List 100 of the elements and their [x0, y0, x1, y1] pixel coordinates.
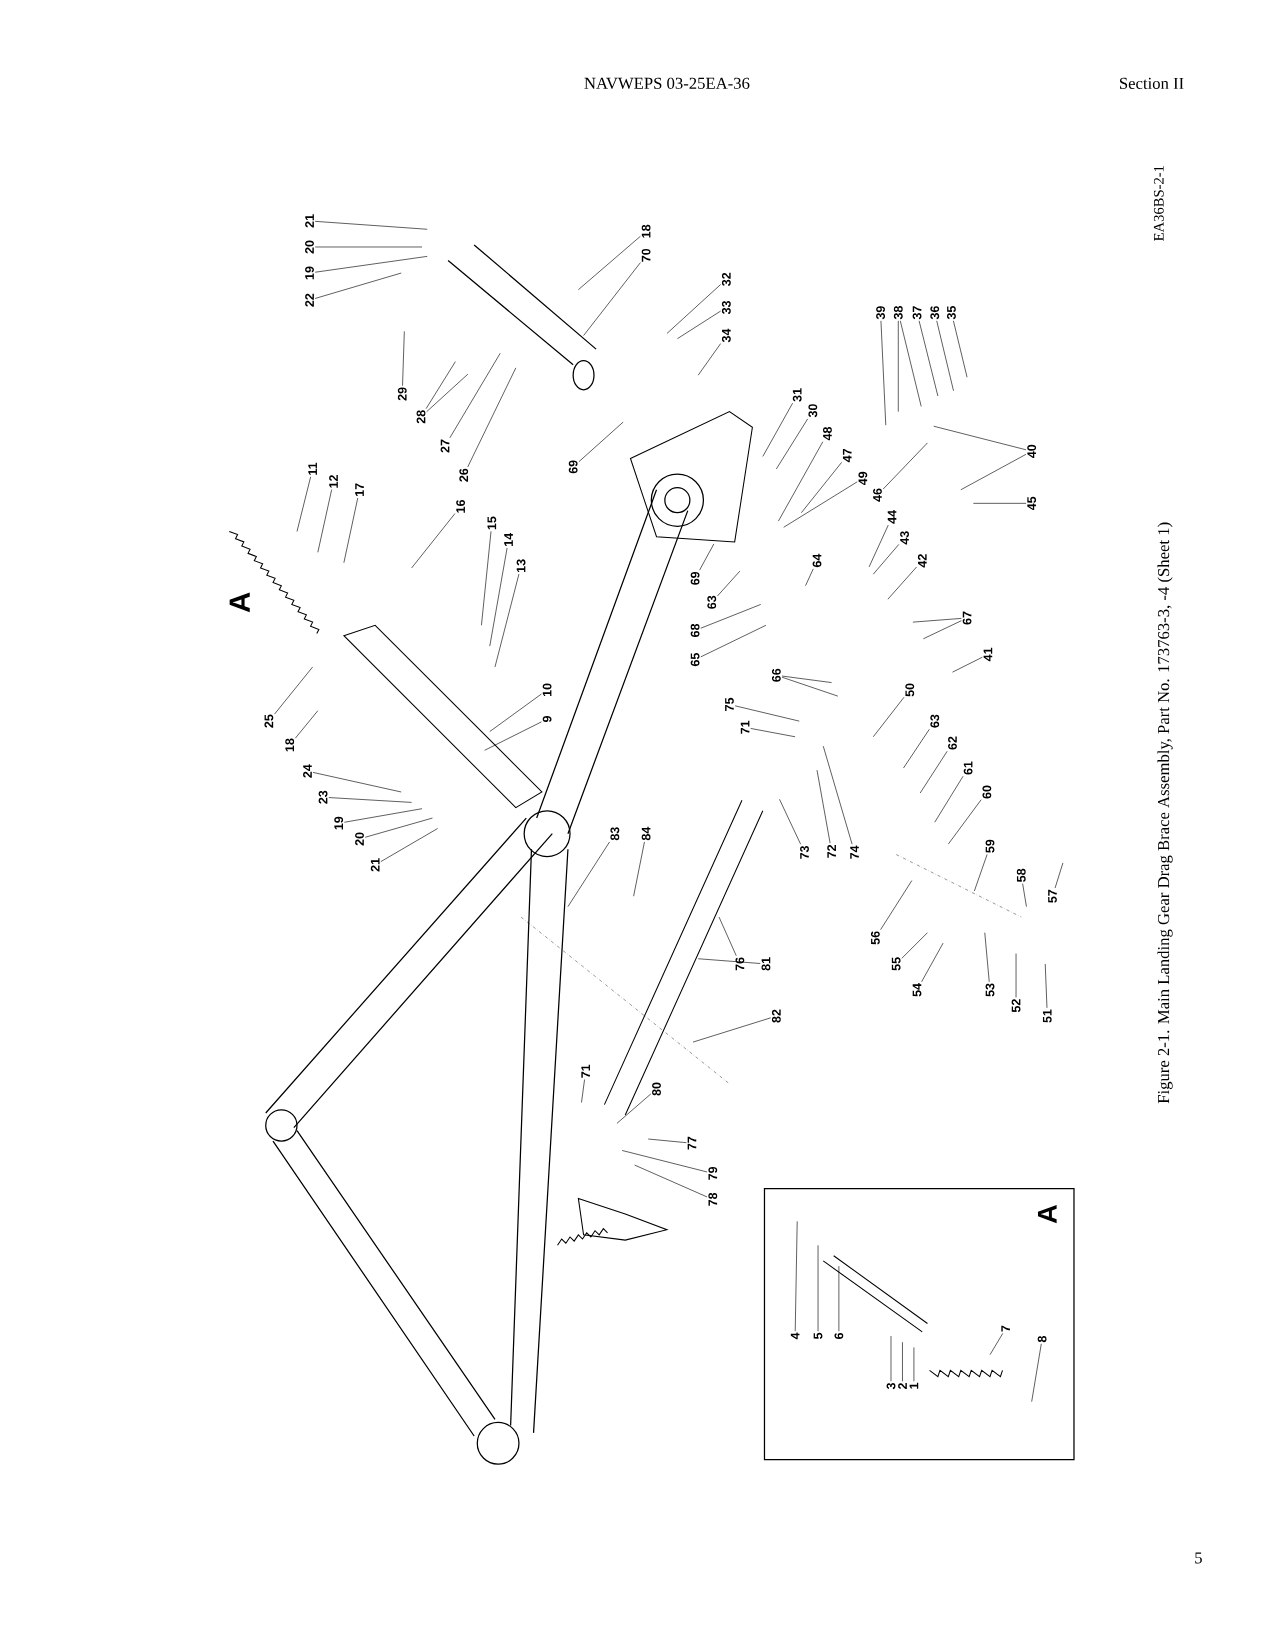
leader-line — [489, 693, 542, 732]
callout-number: 43 — [900, 531, 910, 545]
callout-number: 76 — [735, 957, 745, 971]
leader-line — [578, 421, 624, 463]
callout-number: 8 — [1037, 1336, 1047, 1343]
leader-line — [315, 221, 428, 230]
callout-number: 32 — [722, 272, 731, 286]
callout-number: 11 — [308, 462, 318, 475]
callout-number: 53 — [985, 983, 995, 997]
callout-number: 63 — [707, 595, 717, 609]
leader-line — [779, 798, 802, 845]
callout-number: 19 — [334, 816, 344, 830]
callout-number: 65 — [690, 653, 700, 667]
leader-line — [633, 841, 645, 897]
callout-number: 14 — [504, 532, 514, 546]
leader-line — [952, 656, 983, 673]
leader-line — [411, 513, 456, 569]
callout-number: 59 — [985, 839, 995, 853]
leader-line — [328, 797, 413, 803]
leader-line — [934, 775, 964, 823]
callout-number: 52 — [1011, 999, 1021, 1013]
callout-number: 10 — [542, 683, 552, 697]
leader-line — [666, 284, 722, 334]
leader-line — [984, 932, 990, 983]
leader-line — [274, 666, 314, 715]
leader-line — [698, 343, 722, 376]
leader-line — [898, 320, 899, 412]
callout-number: 41 — [983, 647, 993, 662]
leader-line — [567, 841, 611, 907]
leader-line — [921, 942, 944, 983]
leader-line — [974, 854, 988, 892]
callout-number: 22 — [305, 293, 315, 307]
leader-line — [902, 1341, 903, 1382]
leader-line — [380, 828, 439, 862]
leader-line — [700, 624, 767, 658]
callout-number: 38 — [894, 306, 903, 320]
callout-number: 71 — [741, 720, 750, 734]
callout-number: 20 — [355, 832, 365, 846]
callout-number: 21 — [371, 858, 380, 872]
callout-number: 42 — [918, 554, 927, 568]
leader-line — [648, 1138, 687, 1143]
leader-line — [762, 402, 794, 457]
leader-line — [402, 331, 405, 387]
callout-number: 7 — [1001, 1325, 1011, 1332]
leader-line — [315, 256, 428, 273]
leader-line — [776, 418, 809, 470]
leader-line — [973, 503, 1027, 504]
callout-number: 68 — [690, 623, 700, 637]
leader-line — [426, 373, 469, 412]
leader-line — [718, 916, 737, 957]
leader-line — [936, 320, 955, 392]
leader-line — [887, 566, 918, 600]
callout-number: 29 — [398, 387, 407, 401]
callout-number: 36 — [930, 306, 940, 320]
leader-line — [698, 958, 761, 964]
callout-number: 21 — [305, 214, 315, 228]
callout-number: 69 — [568, 460, 578, 474]
leader-line — [699, 543, 715, 571]
callout-number: 81 — [761, 957, 771, 971]
leader-line — [1015, 953, 1017, 998]
callout-number: 28 — [416, 410, 426, 424]
callout-number: 30 — [808, 404, 818, 418]
callout-number: 20 — [305, 240, 315, 254]
callout-number: 3 — [886, 1382, 896, 1390]
callout-number: 4 — [791, 1332, 800, 1340]
leader-line — [578, 235, 641, 291]
leader-line — [923, 620, 962, 640]
callout-number: 26 — [459, 468, 469, 482]
leader-line — [869, 524, 889, 568]
leader-line — [677, 310, 722, 339]
callout-number: 54 — [912, 983, 922, 997]
callout-number: 18 — [285, 738, 295, 752]
callout-number: 35 — [947, 306, 957, 320]
callout-number: 61 — [963, 761, 973, 775]
callout-number: 25 — [264, 714, 274, 728]
leader-line — [900, 320, 922, 407]
leader-line — [801, 462, 843, 514]
leader-line — [873, 696, 905, 738]
callout-number: 24 — [303, 764, 312, 778]
callout-number: 80 — [652, 1082, 662, 1096]
leader-line — [312, 772, 402, 793]
leader-line — [883, 442, 928, 490]
callout-number: 33 — [722, 300, 731, 315]
leader-line — [880, 320, 887, 426]
leader-line — [880, 880, 913, 930]
callout-number: 50 — [905, 683, 915, 697]
leader-line — [817, 1245, 819, 1332]
leader-line — [581, 1079, 586, 1103]
leader-line — [295, 710, 319, 739]
leader-line — [783, 481, 858, 528]
callout-number: 23 — [318, 790, 328, 804]
leader-line — [717, 570, 741, 597]
callout-number: 39 — [876, 306, 886, 320]
callout-number: 66 — [772, 668, 781, 682]
callout-number: 27 — [440, 439, 450, 453]
callout-number: 58 — [1017, 868, 1026, 882]
leader-line — [634, 1164, 708, 1198]
callout-number: 74 — [850, 845, 860, 859]
callout-number: 1 — [909, 1382, 919, 1389]
leader-line — [901, 932, 928, 959]
